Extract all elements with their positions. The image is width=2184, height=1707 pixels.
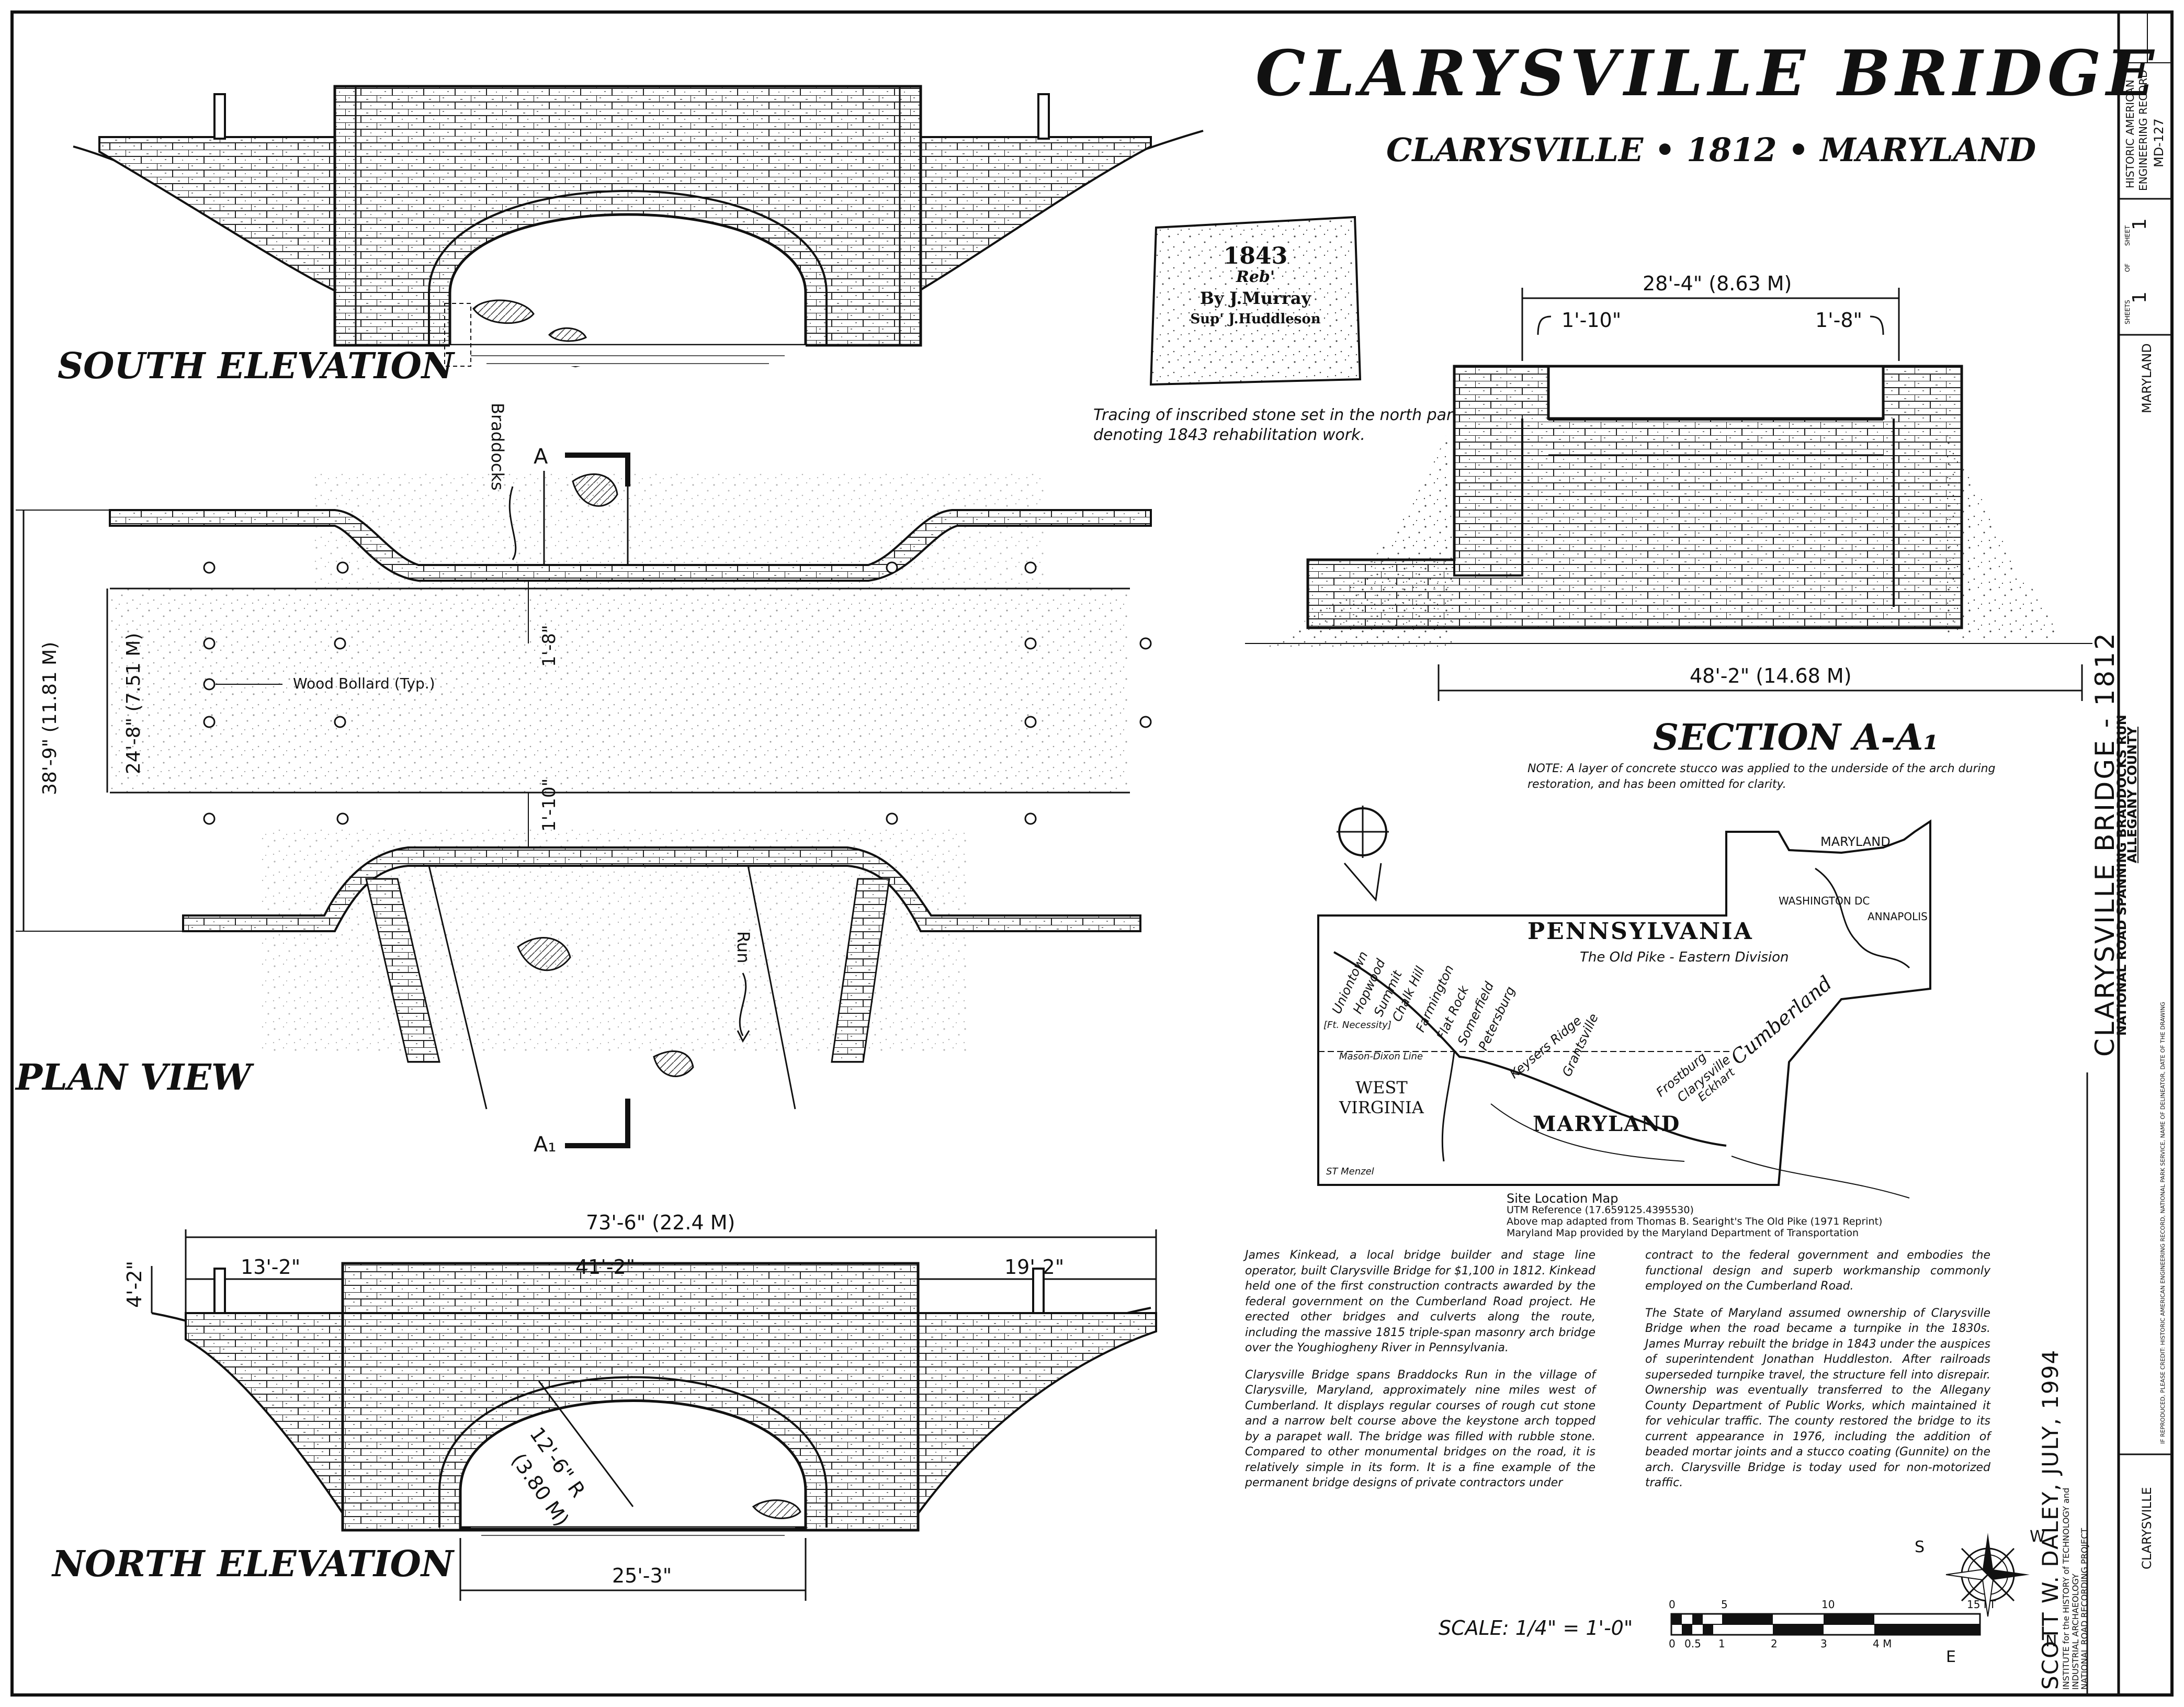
section-bottom-width-dimension: 48'-2" (14.68 M) xyxy=(1690,664,1852,687)
inscription-stone-tracing xyxy=(1149,216,1362,386)
map-fort-necessity-label: [Ft. Necessity] xyxy=(1323,1020,1391,1031)
drawing-title: CLARYSVILLE BRIDGE xyxy=(1255,37,2159,110)
title-block-drawn-by: SCOTT W. DALEY, JULY, 1994 xyxy=(2038,1349,2063,1690)
scale-label: SCALE: 1/4" = 1'-0" xyxy=(1439,1616,1633,1640)
title-block-haer-line-2: ENGINEERING RECORD xyxy=(2137,70,2149,191)
title-block-haer-number: MD-127 xyxy=(2152,118,2166,167)
site-location-map xyxy=(1317,806,1931,1199)
scale-m-tick-0-5: 0.5 xyxy=(1684,1637,1701,1650)
map-signature: ST Menzel xyxy=(1326,1166,1374,1177)
south-elevation-drawing xyxy=(73,85,1204,368)
map-caption-title: Site Location Map xyxy=(1507,1191,1619,1206)
compass-e-label: E xyxy=(1946,1648,1956,1666)
title-block-of-label: OF xyxy=(2124,263,2131,272)
inscription-line-murray: By J.Murray xyxy=(1199,288,1311,308)
map-old-pike-label: The Old Pike - Eastern Division xyxy=(1580,949,1789,965)
section-left-parapet-dimension: 1'-10" xyxy=(1561,309,1622,332)
history-paragraph-2: Clarysville Bridge spans Braddocks Run i… xyxy=(1245,1368,1595,1490)
map-caption-provided: Maryland Map provided by the Maryland De… xyxy=(1507,1227,1859,1239)
section-note: NOTE: A layer of concrete stucco was app… xyxy=(1527,761,1996,793)
map-caption-utm: UTM Reference (17.659125.4395530) xyxy=(1507,1204,1694,1216)
section-a-a1-drawing xyxy=(1245,288,2092,701)
title-block-location: CLARYSVILLE xyxy=(2140,1487,2154,1569)
map-caption: Site Location Map UTM Reference (17.6591… xyxy=(1507,1191,1883,1239)
compass-w-label: W xyxy=(2030,1528,2045,1546)
scale-m-tick-2: 2 xyxy=(1771,1637,1778,1650)
inscription-caption-line-2: denoting 1843 rehabilitation work. xyxy=(1093,426,1365,444)
scale-m-tick-0: 0 xyxy=(1669,1637,1676,1650)
history-paragraph-4: The State of Maryland assumed ownership … xyxy=(1645,1306,1990,1490)
north-elevation-drawing xyxy=(151,1229,1157,1601)
map-washington-label: WASHINGTON DC xyxy=(1779,895,1870,907)
scale-ft-tick-5: 5 xyxy=(1721,1598,1728,1611)
inscription-year: 1843 xyxy=(1223,243,1288,269)
section-marker-a: A xyxy=(534,445,548,469)
north-middle-segment-dimension: 41'-2" xyxy=(575,1256,636,1279)
scale-m-tick-3: 3 xyxy=(1820,1637,1827,1650)
north-arrow-compass-icon xyxy=(1945,1533,2030,1617)
history-paragraph-1: James Kinkead, a local bridge builder an… xyxy=(1245,1249,1595,1354)
inscription-text: 1843 Reb' By J.Murray Sup' J.Huddleson xyxy=(1159,243,1352,330)
scale-ft-tick-0: 0 xyxy=(1669,1598,1676,1611)
inscription-caption-line-1: Tracing of inscribed stone set in the no… xyxy=(1093,406,1525,424)
title-block-haer-line-1: HISTORIC AMERICAN xyxy=(2124,80,2136,188)
title-block-sheet-number: 1 xyxy=(2129,218,2151,230)
north-left-segment-dimension: 13'-2" xyxy=(241,1256,301,1279)
map-mason-dixon-label: Mason-Dixon Line xyxy=(1339,1051,1423,1062)
title-block-state: MARYLAND xyxy=(2140,343,2154,413)
title-block-sheets-number: 1 xyxy=(2129,291,2151,303)
south-elevation-label: SOUTH ELEVATION xyxy=(58,345,454,387)
map-virginia-label: VIRGINIA xyxy=(1339,1098,1424,1117)
drawing-sheet-border xyxy=(10,10,2174,1697)
map-maryland-top-label: MARYLAND xyxy=(1820,834,1891,849)
section-right-parapet-dimension: 1'-8" xyxy=(1815,309,1862,332)
scale-m-tick-4: 4 M xyxy=(1873,1637,1892,1650)
section-note-line-1: NOTE: A layer of concrete stucco was app… xyxy=(1527,762,1996,775)
graphic-scale-bar xyxy=(1670,1613,1981,1636)
arch-span-dimension: 25'-3" xyxy=(612,1564,672,1587)
wood-bollard-callout: Wood Bollard (Typ.) xyxy=(293,675,435,692)
north-overall-dimension: 73'-6" (22.4 M) xyxy=(586,1211,735,1234)
inscription-line-huddleson: Sup' J.Huddleson xyxy=(1190,311,1321,327)
title-block-county: ALLEGANY COUNTY xyxy=(2125,727,2140,863)
section-top-width-dimension: 28'-4" (8.63 M) xyxy=(1643,272,1792,295)
section-note-line-2: restoration, and has been omitted for cl… xyxy=(1527,778,1786,791)
scale-ft-tick-10: 10 xyxy=(1821,1598,1835,1611)
inscription-line-rebuilt: Reb' xyxy=(1236,268,1275,286)
map-maryland-label: MARYLAND xyxy=(1533,1112,1681,1136)
section-marker-a1: A₁ xyxy=(534,1133,557,1157)
inscription-caption: Tracing of inscribed stone set in the no… xyxy=(1093,405,1524,445)
compass-s-label: S xyxy=(1915,1538,1925,1556)
title-block-credit: IF REPRODUCED, PLEASE CREDIT: HISTORIC A… xyxy=(2159,1002,2166,1444)
history-paragraph-3: contract to the federal government and e… xyxy=(1645,1249,1990,1293)
plan-view-drawing xyxy=(16,453,1152,1148)
map-annapolis-label: ANNAPOLIS xyxy=(1868,910,1928,923)
drawing-subtitle: CLARYSVILLE • 1812 • MARYLAND xyxy=(1386,131,2036,169)
title-block-sheets-label: SHEETS xyxy=(2124,300,2131,324)
map-caption-adapted: Above map adapted from Thomas B. Searigh… xyxy=(1507,1216,1883,1227)
history-text-left-column: James Kinkead, a local bridge builder an… xyxy=(1245,1248,1595,1491)
history-text-right-column: contract to the federal government and e… xyxy=(1645,1248,1990,1491)
title-block-institute-line-1: INSTITUTE for the HISTORY of TECHNOLOGY … xyxy=(2061,1487,2071,1690)
north-right-segment-dimension: 19'-2" xyxy=(1004,1256,1065,1279)
compass-n-label: N xyxy=(2045,1632,2057,1651)
scale-m-tick-1: 1 xyxy=(1718,1637,1725,1650)
plan-view-label: PLAN VIEW xyxy=(16,1057,252,1099)
map-west-label: WEST xyxy=(1355,1078,1408,1098)
map-west-virginia-label: WEST VIRGINIA xyxy=(1339,1078,1424,1117)
title-block-institute-line-3: NATIONAL ROAD RECORDING PROJECT xyxy=(2079,1528,2089,1690)
section-label: SECTION A-A₁ xyxy=(1653,717,1939,759)
map-pennsylvania-label: PENNSYLVANIA xyxy=(1527,918,1753,945)
north-elevation-label: NORTH ELEVATION xyxy=(52,1543,454,1585)
